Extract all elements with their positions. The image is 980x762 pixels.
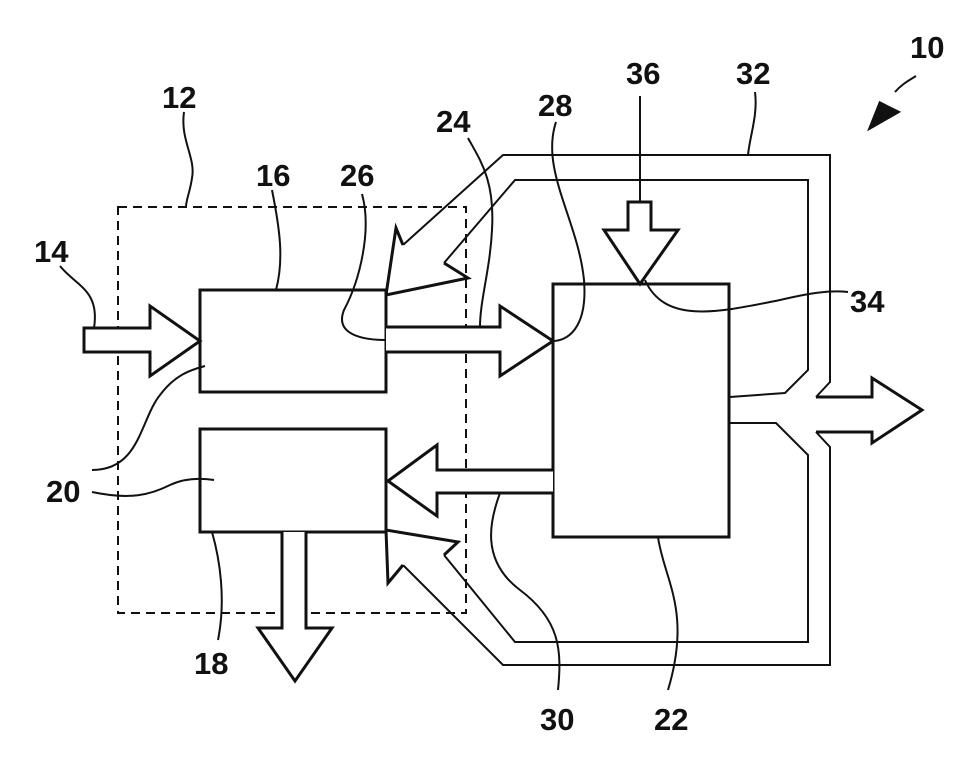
label-28: 28 (538, 88, 572, 123)
leader-20-lower (92, 479, 214, 496)
lower-output-arrow (258, 532, 332, 681)
label-32: 32 (736, 56, 770, 91)
leader-16 (272, 190, 280, 290)
leader-12 (183, 112, 192, 207)
arrow-main-to-lower (388, 445, 553, 516)
return-loop-arrowhead-lower (386, 530, 458, 583)
top-input-arrow (604, 202, 678, 284)
label-24: 24 (436, 104, 471, 139)
lower-block (200, 429, 386, 532)
label-26: 26 (340, 158, 374, 193)
upper-block (200, 290, 386, 392)
leader-32 (748, 92, 756, 155)
label-10: 10 (910, 30, 944, 65)
leader-24 (468, 138, 492, 327)
label-34: 34 (850, 284, 885, 319)
leader-30 (491, 493, 559, 690)
label-36: 36 (626, 56, 660, 91)
label-20: 20 (46, 474, 80, 509)
label-14: 14 (34, 234, 69, 269)
output-arrow (816, 378, 922, 443)
label-30: 30 (540, 702, 574, 737)
arrow-upper-to-main (386, 306, 553, 376)
leader-10 (895, 76, 916, 92)
leader-10-arrowhead (870, 103, 898, 128)
leader-20-upper (92, 366, 205, 470)
leader-14 (60, 266, 95, 328)
input-arrow (84, 306, 200, 376)
leader-18 (212, 532, 222, 640)
return-loop-arrowhead-upper (386, 228, 468, 295)
label-16: 16 (256, 158, 290, 193)
label-12: 12 (162, 80, 196, 115)
label-18: 18 (194, 646, 228, 681)
leader-22 (658, 537, 678, 690)
label-22: 22 (654, 702, 688, 737)
